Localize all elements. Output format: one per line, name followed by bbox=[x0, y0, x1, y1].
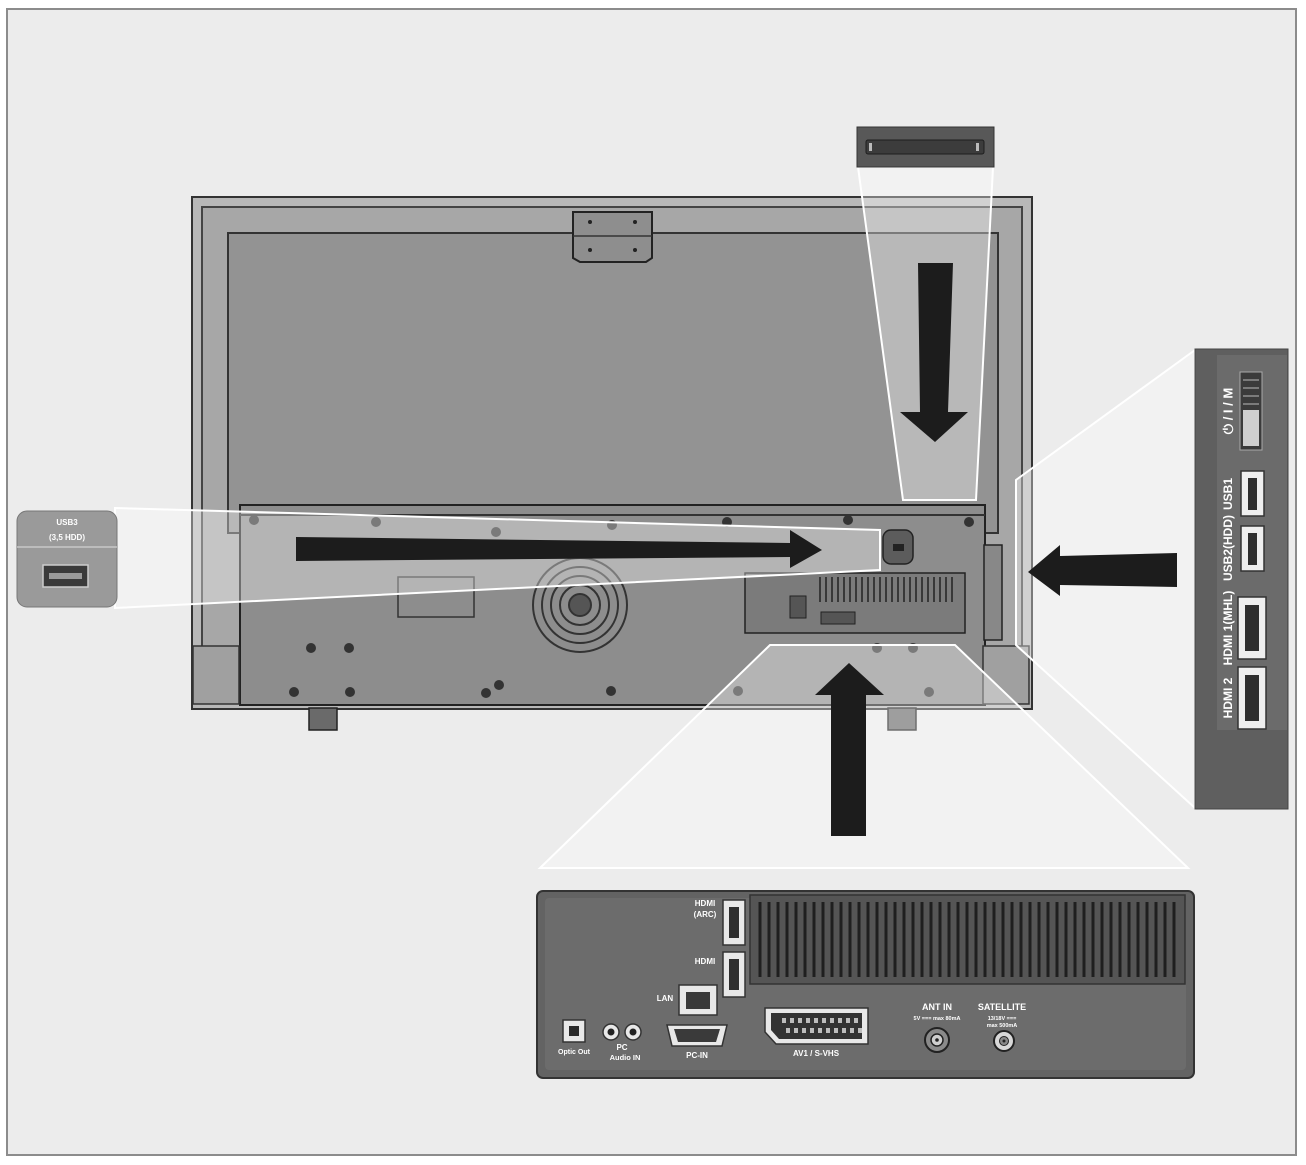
hdmi-arc-sublabel: (ARC) bbox=[694, 910, 717, 919]
mount-bracket bbox=[572, 211, 653, 263]
scart-pin bbox=[858, 1028, 862, 1033]
scart-pin bbox=[834, 1028, 838, 1033]
tv-back bbox=[191, 196, 1033, 731]
scart-pin bbox=[850, 1028, 854, 1033]
hdmi1-label: HDMI 1(MHL) bbox=[1221, 591, 1235, 666]
hdmi-label: HDMI bbox=[695, 957, 715, 966]
arrow-down bbox=[900, 263, 968, 442]
power-switch-label: ⏻ / I / M bbox=[1220, 388, 1235, 434]
ant-in-sublabel: 5V === max 80mA bbox=[914, 1016, 961, 1022]
bottom-panel: HDMI (ARC) HDMI LAN PC-IN Optic Out PC A… bbox=[536, 890, 1195, 1079]
scart-pin bbox=[814, 1018, 818, 1023]
hdmi2-label: HDMI 2 bbox=[1221, 677, 1235, 718]
satellite-sublabel-2: max 500mA bbox=[987, 1023, 1018, 1029]
av-vhs-label: AV1 / S-VHS bbox=[793, 1049, 840, 1058]
scart-pin bbox=[810, 1028, 814, 1033]
scart-pin bbox=[854, 1018, 858, 1023]
arrows bbox=[296, 263, 1177, 836]
usb1-label: USB1 bbox=[1221, 478, 1235, 510]
scart-pin bbox=[818, 1028, 822, 1033]
scart-pin bbox=[826, 1028, 830, 1033]
satellite-sublabel-1: 13/18V === bbox=[988, 1016, 1017, 1022]
scart-pin bbox=[798, 1018, 802, 1023]
scart-pin bbox=[790, 1018, 794, 1023]
usb2-label: USB2(HDD) bbox=[1221, 515, 1235, 581]
usb3-callout: USB3 (3,5 HDD) bbox=[16, 510, 118, 608]
ci-slot-callout bbox=[856, 126, 995, 168]
arrow-left bbox=[1028, 545, 1177, 596]
vent-grille bbox=[758, 902, 1176, 977]
scart-pin bbox=[806, 1018, 810, 1023]
hdmi-arc-label: HDMI bbox=[695, 899, 715, 908]
side-panel: ⏻ / I / M USB1 USB2(HDD) HDMI 1(MHL) HDM… bbox=[1194, 348, 1289, 810]
pc-audio-sublabel: Audio IN bbox=[610, 1053, 641, 1062]
scart-pin bbox=[782, 1018, 786, 1023]
arrow-up bbox=[815, 663, 884, 836]
usb3-sublabel: (3,5 HDD) bbox=[49, 533, 85, 542]
scart-pin bbox=[786, 1028, 790, 1033]
scart-pin bbox=[802, 1028, 806, 1033]
pc-in-label: PC-IN bbox=[686, 1051, 708, 1060]
scart-pin bbox=[794, 1028, 798, 1033]
pc-audio-label: PC bbox=[616, 1043, 627, 1052]
satellite-label: SATELLITE bbox=[978, 1002, 1026, 1012]
scart-pin bbox=[846, 1018, 850, 1023]
lan-label: LAN bbox=[657, 994, 674, 1003]
ant-in-label: ANT IN bbox=[922, 1002, 952, 1012]
scart-pin bbox=[838, 1018, 842, 1023]
scart-pin bbox=[842, 1028, 846, 1033]
power-switch[interactable] bbox=[1243, 410, 1259, 446]
optic-out-label: Optic Out bbox=[558, 1049, 591, 1056]
scart-pin bbox=[822, 1018, 826, 1023]
scart-pins bbox=[782, 1018, 862, 1033]
arrow-right bbox=[296, 530, 822, 568]
usb3-label: USB3 bbox=[56, 518, 78, 527]
scart-pin bbox=[830, 1018, 834, 1023]
fan-grille bbox=[532, 557, 628, 653]
